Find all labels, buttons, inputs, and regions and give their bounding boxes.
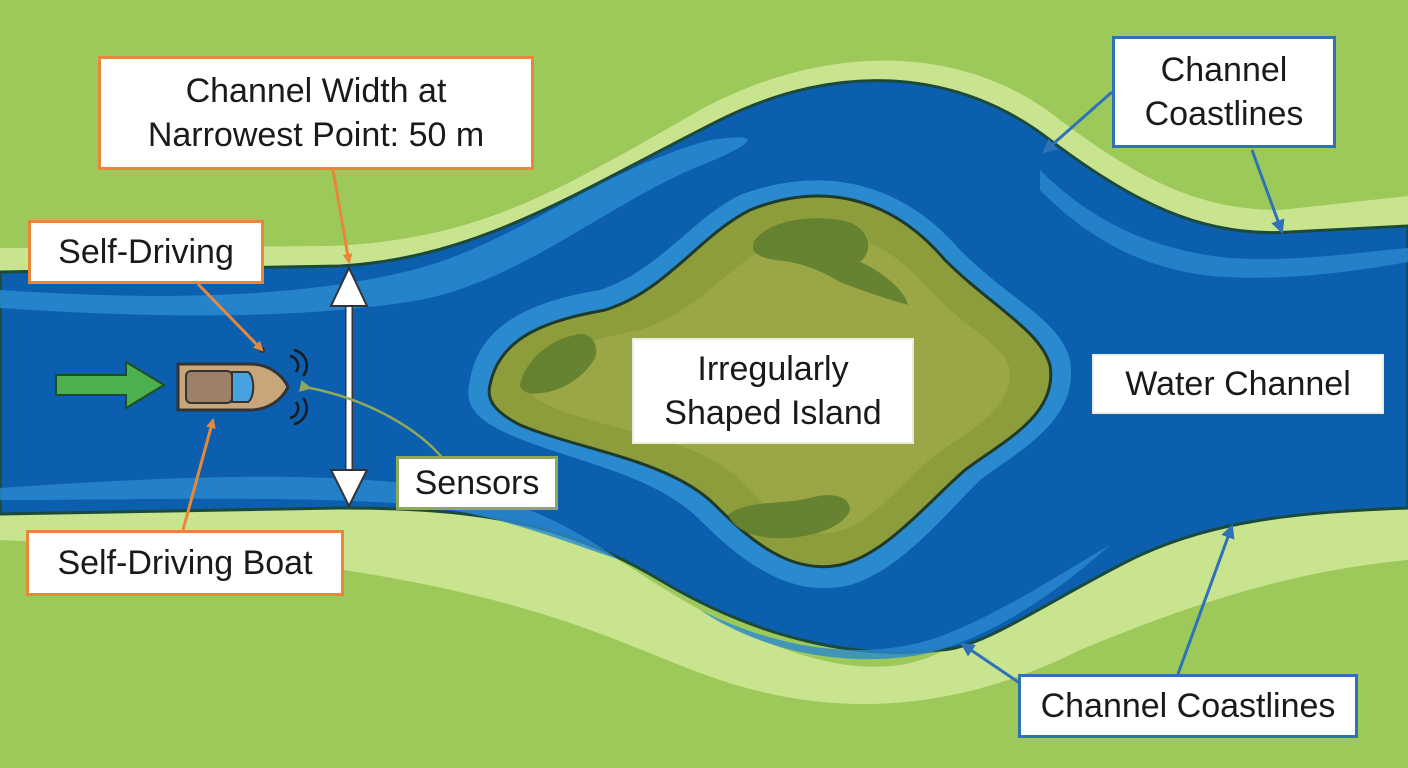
- sensor-waves-icon: [289, 348, 308, 426]
- channel-width-arrow: [329, 265, 369, 509]
- callout-self-driving-line: [196, 282, 264, 352]
- callout-coast-top-left-line: [1042, 90, 1113, 154]
- callout-coast-bottom-right-line: [1176, 524, 1235, 675]
- water-channel-label: Water Channel: [1092, 354, 1384, 414]
- self-driving-boat-label: Self-Driving Boat: [26, 530, 344, 596]
- shallow-streak-right: [1040, 170, 1408, 278]
- callout-width-line: [331, 169, 353, 264]
- shallow-streak-lower: [700, 545, 1110, 660]
- direction-arrow-icon: [55, 360, 166, 410]
- self-driving-label: Self-Driving: [28, 220, 264, 284]
- callout-boat-line: [181, 418, 216, 531]
- coastlines-bottom-label: Channel Coastlines: [1018, 674, 1358, 738]
- callout-coast-top-right-line: [1250, 149, 1285, 234]
- callout-sensors-line: [299, 380, 445, 461]
- shallow-streak-top: [0, 137, 748, 316]
- island-label: Irregularly Shaped Island: [632, 338, 914, 444]
- boat-icon: [176, 347, 290, 412]
- vegetation-patch-left: [520, 334, 597, 394]
- sensors-label: Sensors: [396, 456, 558, 510]
- bottom-bank: [0, 490, 1408, 704]
- coastlines-top-label: Channel Coastlines: [1112, 36, 1336, 148]
- vegetation-patch-bottom: [728, 495, 850, 539]
- channel-width-label: Channel Width at Narrowest Point: 50 m: [98, 56, 534, 170]
- vegetation-patch-top: [752, 218, 908, 305]
